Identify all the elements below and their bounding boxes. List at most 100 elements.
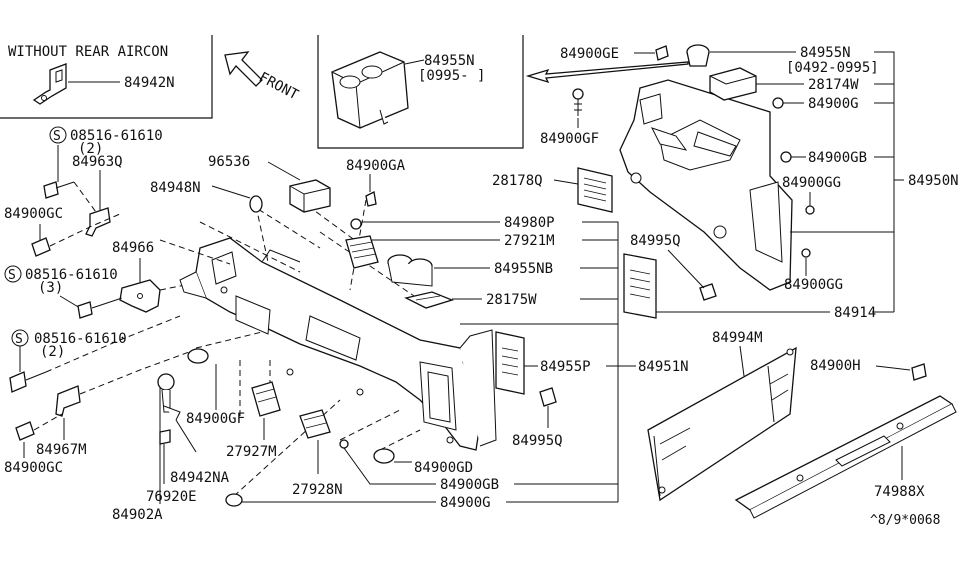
label-84900G-bot: 84900G: [440, 495, 491, 511]
svg-text:S: S: [8, 268, 16, 283]
panel-84914: [623, 253, 657, 319]
pad-84955P: [495, 331, 525, 395]
label-84900GF-top: 84900GF: [540, 131, 599, 147]
clip-84900GF-mid: [187, 348, 209, 364]
label-84900GA: 84900GA: [346, 158, 406, 174]
inset-left-title: WITHOUT REAR AIRCON: [8, 44, 168, 60]
inset-top-center: 84955N [0995- ]: [317, 35, 524, 149]
clip-84900GC-1: [31, 237, 51, 257]
label-28178Q: 28178Q: [492, 173, 543, 189]
cup-84955NB: [387, 254, 433, 287]
label-0995-range: [0995- ]: [418, 68, 485, 84]
label-qty-2-2: (2): [40, 344, 65, 360]
label-84994M: 84994M: [712, 330, 763, 346]
label-27928N: 27928N: [292, 482, 343, 498]
bracket-84966: [119, 279, 161, 313]
inset-top-frame: [317, 35, 524, 149]
side-trim-84950N: [619, 79, 793, 291]
label-84942N: 84942N: [124, 75, 175, 91]
label-84950N: 84950N: [908, 173, 959, 189]
label-84900GD: 84900GD: [414, 460, 473, 476]
part-28174W: [709, 67, 757, 101]
label-84995Q-top: 84995Q: [630, 233, 681, 249]
label-84900GC-1: 84900GC: [4, 206, 63, 222]
clip-84900G-bot: [225, 493, 243, 507]
label-84900GF-mid: 84900GF: [186, 411, 245, 427]
label-84942NA: 84942NA: [170, 470, 230, 486]
part-84955N-inset: [331, 51, 409, 129]
label-84966: 84966: [112, 240, 154, 256]
screw-08516-3: [9, 371, 47, 393]
label-84995Q-mid: 84995Q: [512, 433, 563, 449]
label-84951N: 84951N: [638, 359, 689, 375]
clip-84900GC-2: [15, 421, 35, 441]
label-84900GB-bot: 84900GB: [440, 477, 499, 493]
arrow-to-inset: [525, 61, 689, 84]
label-qty-2-1: (2): [78, 141, 103, 157]
svg-text:S: S: [53, 129, 61, 144]
label-96536: 96536: [208, 154, 250, 170]
grille-27928N: [299, 409, 331, 439]
clip-84900GB-top: [780, 151, 800, 163]
label-84900GG-1: 84900GG: [782, 175, 841, 191]
label-84955NB: 84955NB: [494, 261, 553, 277]
label-84967M: 84967M: [36, 442, 87, 458]
label-84914: 84914: [834, 305, 876, 321]
diagram-code: ^8/9*0068: [870, 513, 940, 528]
clip-84900GG-1: [805, 205, 815, 215]
label-84980P: 84980P: [504, 215, 555, 231]
part-84955N-cup: [686, 44, 710, 67]
screw-84900GF-top: [572, 88, 584, 116]
label-84900GB-top: 84900GB: [808, 150, 867, 166]
screw-08516-2: [77, 299, 117, 319]
label-84963Q: 84963Q: [72, 154, 123, 170]
label-27927M: 27927M: [226, 444, 277, 460]
rear-trim-panel-84951N: [179, 237, 497, 451]
bracket-84942N: [32, 63, 67, 105]
clip-84900GB-bot: [339, 439, 349, 449]
label-0492-0995: [0492-0995]: [786, 60, 879, 76]
label-76920E: 76920E: [146, 489, 197, 505]
clip-84900GD: [373, 448, 395, 464]
clip-84995Q-mid: [539, 387, 557, 407]
label-08516-2: 08516-61610: [25, 267, 118, 283]
label-84948N: 84948N: [150, 180, 201, 196]
bracket-84963Q: [85, 207, 111, 237]
screw-symbol-1: S: [49, 126, 67, 144]
label-84900GG-2: 84900GG: [784, 277, 843, 293]
pad-28175W: [404, 291, 454, 309]
svg-text:S: S: [15, 332, 23, 347]
inset-without-rear-aircon: WITHOUT REAR AIRCON 84942N: [0, 35, 213, 119]
clip-84900GA: [365, 191, 377, 207]
label-28175W: 28175W: [486, 292, 537, 308]
label-08516-1: 08516-61610: [70, 128, 163, 144]
label-08516-3: 08516-61610: [34, 331, 127, 347]
pad-28178Q: [577, 167, 613, 213]
clip-84900G-top: [772, 97, 792, 109]
screw-symbol-3: S: [11, 329, 29, 347]
label-84900GC-2: 84900GC: [4, 460, 63, 476]
part-84948N: [249, 195, 263, 213]
clip-84900GG-2: [801, 248, 811, 258]
inset-left-frame: [0, 35, 213, 119]
cargo-net-84994M: [647, 346, 797, 502]
label-84900G-top: 84900G: [808, 96, 859, 112]
label-84900H: 84900H: [810, 358, 861, 374]
sill-plate-74988X: [734, 395, 957, 519]
label-84900GE: 84900GE: [560, 46, 619, 62]
label-front: FRONT: [256, 69, 301, 103]
part-96536: [289, 179, 331, 213]
clip-84900H: [911, 363, 927, 381]
label-qty-3: (3): [38, 280, 63, 296]
screw-symbol-2: S: [4, 265, 22, 283]
label-84955N-inset: 84955N: [424, 53, 475, 69]
label-74988X: 74988X: [874, 484, 925, 500]
grille-27927M: [251, 381, 281, 417]
clip-84900GE: [655, 45, 669, 61]
label-84955N-right: 84955N: [800, 45, 851, 61]
screw-76920E: [159, 429, 171, 445]
label-84902A: 84902A: [112, 507, 163, 523]
grille-27921M: [345, 235, 379, 269]
bracket-84967M: [55, 385, 81, 417]
